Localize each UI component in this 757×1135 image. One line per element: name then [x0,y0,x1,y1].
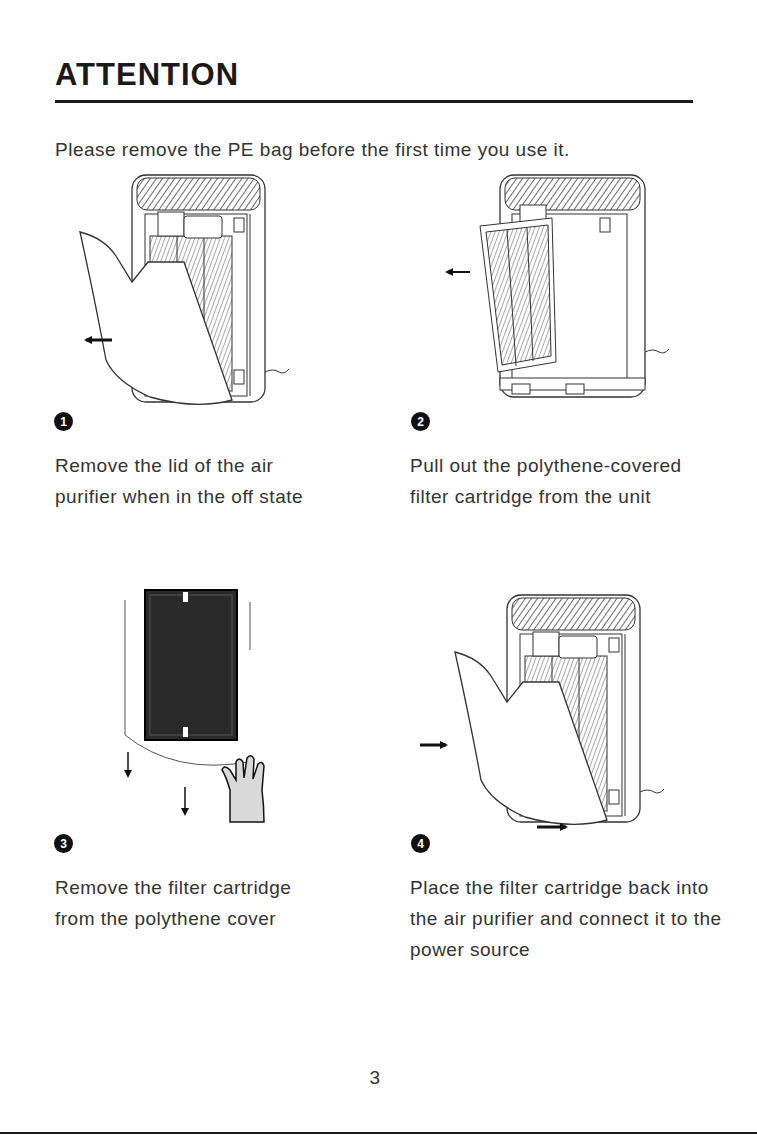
svg-line [447,271,470,273]
svg-polygon [486,225,551,365]
page-title: ATTENTION [55,57,239,93]
svg-rect [150,595,232,735]
svg-line [537,826,566,829]
step2-illustration [447,175,669,397]
step-text: Pull out the polythene-covered filter ca… [410,450,720,512]
step-number-circle: 1 [54,412,73,431]
svg-path [222,756,264,822]
header-rule [55,100,693,103]
step1-illustration [80,175,289,404]
svg-path [455,652,607,824]
svg-rect [512,384,530,394]
svg-rect [145,590,237,740]
intro-note: Please remove the PE bag before the firs… [55,134,735,165]
svg-rect [183,727,188,737]
bottom-rule [0,1132,757,1134]
step3-illustration [125,590,264,822]
step-text: Remove the lid of the air purifier when … [55,450,317,512]
svg-path [80,232,232,404]
svg-line [184,787,186,814]
step-text: Place the filter cartridge back into the… [410,872,722,965]
step-number-circle: 4 [411,834,430,853]
svg-rect [600,218,610,232]
svg-line [86,339,112,342]
svg-path [645,349,669,353]
svg-rect [183,592,188,602]
svg-rect [566,384,584,394]
svg-path [250,602,251,650]
step4-illustration [420,595,664,827]
step-number: 3 [60,838,67,850]
step-number-circle: 2 [411,412,430,431]
svg-polygon [480,218,556,372]
svg-line [127,752,129,776]
svg-line [527,228,533,361]
step-text: Remove the filter cartridge from the pol… [55,872,327,934]
svg-line [420,744,446,747]
step-number: 2 [417,416,424,428]
svg-line [507,230,516,366]
step-number: 4 [417,838,424,850]
step-number-circle: 3 [54,834,73,853]
step-number: 1 [60,416,67,428]
page-number: 3 [355,1062,395,1093]
